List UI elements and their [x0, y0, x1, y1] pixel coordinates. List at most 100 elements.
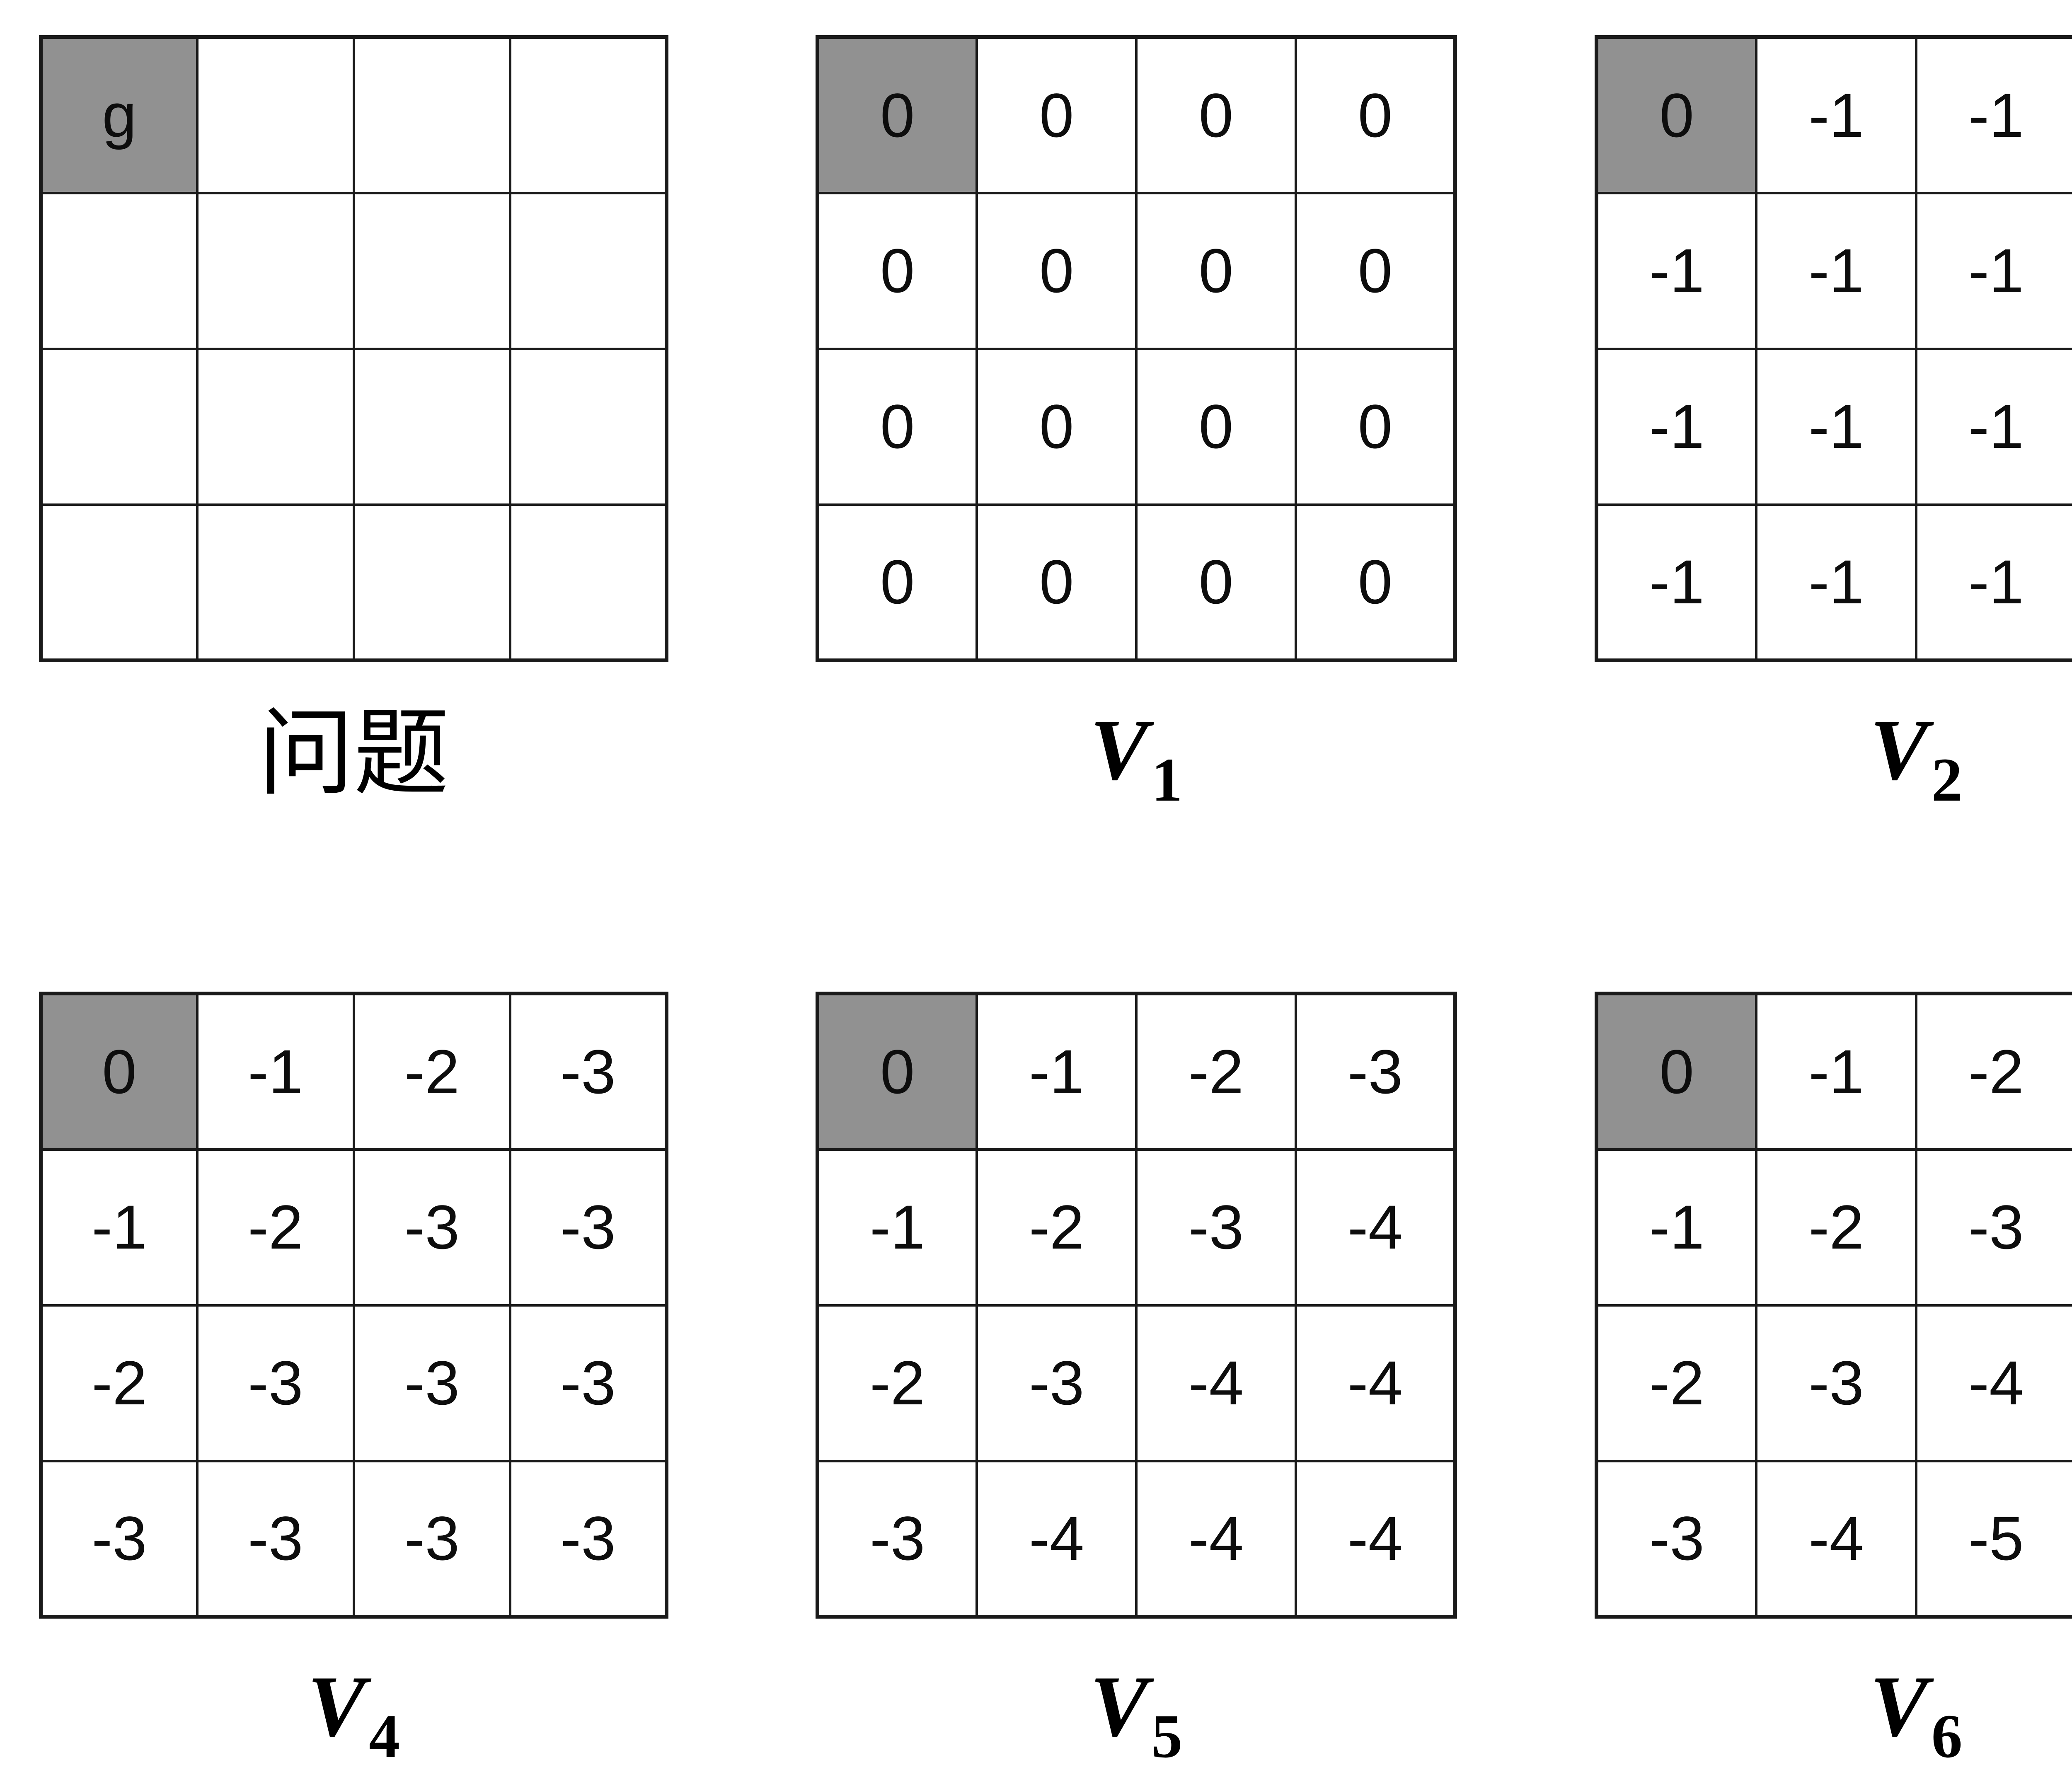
grid-cell-r1-c3[interactable]	[509, 191, 668, 350]
grid-cell-r2-c0[interactable]	[39, 347, 198, 506]
grid-cell-r0-c1[interactable]	[196, 36, 355, 194]
grid-cell-r2-c1[interactable]: -3	[975, 1304, 1138, 1462]
grid-cell-r3-c1[interactable]: -1	[1755, 503, 1917, 662]
grid-cell-r2-c0[interactable]: -2	[816, 1304, 978, 1462]
grid-cell-r3-c0[interactable]: -3	[816, 1459, 978, 1618]
grid-cell-terminal-state[interactable]: 0	[1595, 36, 1758, 194]
grid-cell-r3-c2[interactable]: 0	[1135, 503, 1297, 662]
grid-cell-r2-c0[interactable]: 0	[816, 347, 978, 506]
grid-cell-r3-c2[interactable]: -1	[1915, 503, 2072, 662]
grid-cell-r1-c2[interactable]: 0	[1135, 191, 1297, 350]
grid-cell-r0-c2[interactable]: -2	[1915, 992, 2072, 1151]
grid-cell-r3-c3[interactable]: -4	[1294, 1459, 1457, 1618]
grid-cell-r1-c0[interactable]: 0	[816, 191, 978, 350]
caption-subscript: 2	[1931, 745, 1963, 814]
grid-cell-r3-c2[interactable]: -5	[1915, 1459, 2072, 1618]
grid-cell-r2-c1[interactable]: 0	[975, 347, 1138, 506]
grid-cell-r0-c1[interactable]: 0	[975, 36, 1138, 194]
grid-cell-r2-c2[interactable]: -4	[1915, 1304, 2072, 1462]
grid-cell-r1-c1[interactable]	[196, 191, 355, 350]
grid-cell-r2-c1[interactable]: -3	[196, 1304, 355, 1462]
value-grid-problem: g	[39, 35, 668, 662]
grid-cell-r1-c1[interactable]: 0	[975, 191, 1138, 350]
grid-cell-r2-c0[interactable]: -2	[1595, 1304, 1758, 1462]
grid-cell-r2-c3[interactable]: 0	[1294, 347, 1457, 506]
grid-cell-r0-c2[interactable]: -2	[1135, 992, 1297, 1151]
grid-cell-r3-c0[interactable]: -3	[1595, 1459, 1758, 1618]
grid-cell-r2-c2[interactable]: 0	[1135, 347, 1297, 506]
grid-cell-r1-c2[interactable]: -3	[1135, 1148, 1297, 1307]
caption-text: 问题	[258, 701, 449, 807]
grid-cell-terminal-state[interactable]: g	[39, 36, 198, 194]
grid-cell-r0-c2[interactable]	[352, 36, 511, 194]
grid-cell-r0-c2[interactable]: -1	[1915, 36, 2072, 194]
grid-cell-terminal-state[interactable]: 0	[1595, 992, 1758, 1151]
grid-cell-r0-c1[interactable]: -1	[196, 992, 355, 1151]
grid-cell-r3-c0[interactable]: -3	[39, 1459, 198, 1618]
panel-caption-v1: V1	[816, 707, 1457, 811]
grid-cell-r2-c1[interactable]: -1	[1755, 347, 1917, 506]
grid-cell-r1-c0[interactable]	[39, 191, 198, 350]
caption-symbol: V	[307, 1658, 367, 1755]
grid-cell-r0-c3[interactable]: -3	[1294, 992, 1457, 1151]
grid-cell-r3-c3[interactable]: 0	[1294, 503, 1457, 662]
grid-row: 0-1-2-3	[1595, 992, 2072, 1151]
grid-cell-r0-c1[interactable]: -1	[975, 992, 1138, 1151]
grid-cell-r2-c3[interactable]	[509, 347, 668, 506]
grid-cell-r3-c1[interactable]: 0	[975, 503, 1138, 662]
grid-cell-r3-c2[interactable]	[352, 503, 511, 662]
grid-cell-r2-c1[interactable]	[196, 347, 355, 506]
grid-cell-r2-c2[interactable]: -1	[1915, 347, 2072, 506]
grid-cell-terminal-state[interactable]: 0	[816, 992, 978, 1151]
grid-cell-r3-c1[interactable]: -4	[975, 1459, 1138, 1618]
grid-cell-r1-c1[interactable]: -1	[1755, 191, 1917, 350]
grid-cell-r1-c1[interactable]: -2	[975, 1148, 1138, 1307]
grid-cell-r1-c2[interactable]: -3	[352, 1148, 511, 1307]
grid-cell-r1-c1[interactable]: -2	[196, 1148, 355, 1307]
grid-cell-r1-c0[interactable]: -1	[816, 1148, 978, 1307]
grid-cell-r3-c2[interactable]: -4	[1135, 1459, 1297, 1618]
grid-cell-r3-c1[interactable]	[196, 503, 355, 662]
grid-cell-r3-c2[interactable]: -3	[352, 1459, 511, 1618]
grid-cell-r2-c3[interactable]: -4	[1294, 1304, 1457, 1462]
grid-panel-v2: 0-1-1-1-1-1-1-1-1-1-1-1-1-1-1-1V2	[1595, 35, 2072, 811]
grid-cell-r1-c3[interactable]: -4	[1294, 1148, 1457, 1307]
grid-cell-r3-c0[interactable]: 0	[816, 503, 978, 662]
grid-cell-terminal-state[interactable]: 0	[816, 36, 978, 194]
grid-cell-r1-c3[interactable]: 0	[1294, 191, 1457, 350]
grid-cell-r2-c2[interactable]: -3	[352, 1304, 511, 1462]
grid-cell-r0-c3[interactable]: 0	[1294, 36, 1457, 194]
grid-cell-r1-c0[interactable]: -1	[1595, 191, 1758, 350]
grid-cell-r0-c1[interactable]: -1	[1755, 36, 1917, 194]
grid-cell-r3-c0[interactable]: -1	[1595, 503, 1758, 662]
grid-cell-r1-c0[interactable]: -1	[1595, 1148, 1758, 1307]
grid-cell-r3-c3[interactable]: -3	[509, 1459, 668, 1618]
grid-cell-r1-c2[interactable]: -1	[1915, 191, 2072, 350]
grid-cell-r2-c1[interactable]: -3	[1755, 1304, 1917, 1462]
grid-cell-r0-c1[interactable]: -1	[1755, 992, 1917, 1151]
grid-cell-r3-c1[interactable]: -3	[196, 1459, 355, 1618]
grid-cell-r3-c1[interactable]: -4	[1755, 1459, 1917, 1618]
grid-cell-r2-c2[interactable]: -4	[1135, 1304, 1297, 1462]
grid-cell-r3-c0[interactable]	[39, 503, 198, 662]
grid-cell-r3-c3[interactable]	[509, 503, 668, 662]
grid-cell-r1-c2[interactable]	[352, 191, 511, 350]
grid-cell-r0-c3[interactable]: -3	[509, 992, 668, 1151]
grid-cell-r1-c0[interactable]: -1	[39, 1148, 198, 1307]
grid-cell-r1-c1[interactable]: -2	[1755, 1148, 1917, 1307]
grid-cell-r2-c0[interactable]: -1	[1595, 347, 1758, 506]
grid-cell-r2-c3[interactable]: -3	[509, 1304, 668, 1462]
grid-cell-r2-c0[interactable]: -2	[39, 1304, 198, 1462]
grid-cell-r0-c2[interactable]: -2	[352, 992, 511, 1151]
grid-cell-r2-c2[interactable]	[352, 347, 511, 506]
grid-cell-r0-c2[interactable]: 0	[1135, 36, 1297, 194]
grid-cell-r0-c3[interactable]	[509, 36, 668, 194]
grid-cell-r1-c2[interactable]: -3	[1915, 1148, 2072, 1307]
grid-cell-r1-c3[interactable]: -3	[509, 1148, 668, 1307]
grid-row	[39, 347, 668, 506]
grid-cell-terminal-state[interactable]: 0	[39, 992, 198, 1151]
